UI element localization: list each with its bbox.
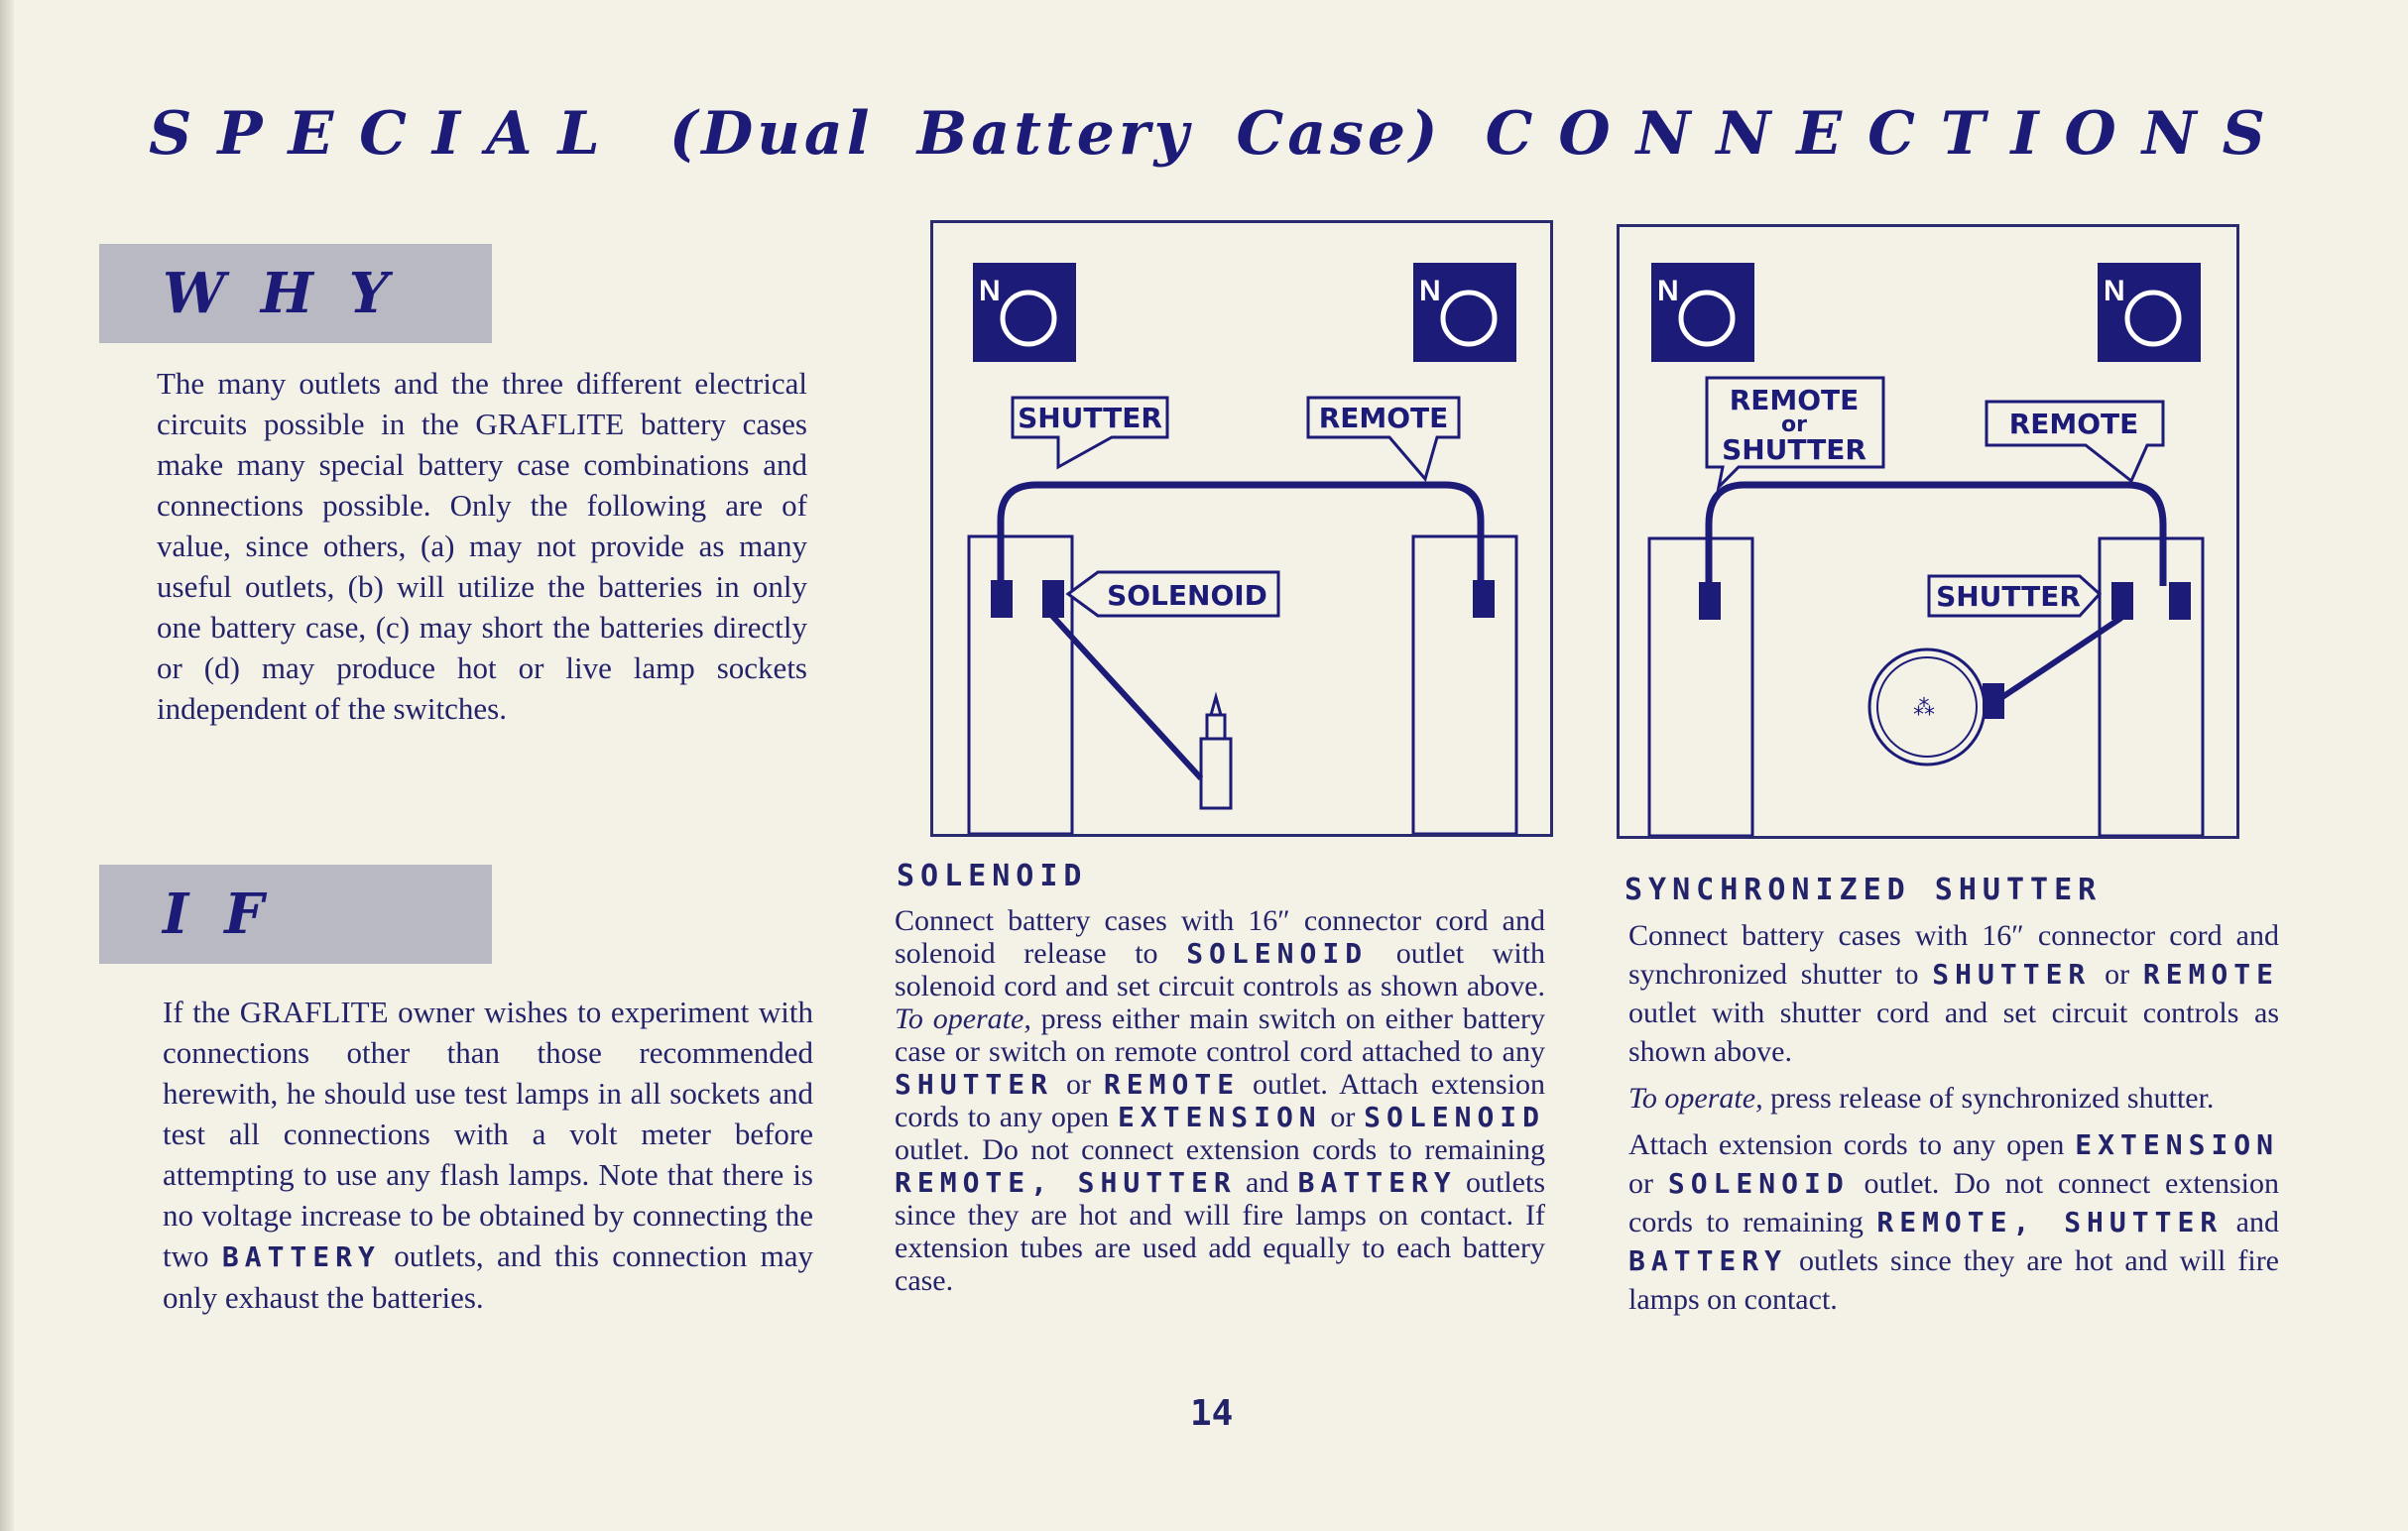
switch-letter-left-2: N <box>1657 275 1679 307</box>
outlet-left-b <box>1042 580 1064 618</box>
if-banner: IF <box>99 865 492 964</box>
solenoid-diagram: N N SHUTTER REMOTE SOLENOID <box>930 220 1553 837</box>
if-text-part2: outlets, and this connection may only ex… <box>163 1238 813 1315</box>
why-banner: WHY <box>99 244 492 343</box>
page-number: 14 <box>1190 1393 1234 1434</box>
solenoid-plunger <box>1205 691 1227 739</box>
why-paragraph: The many outlets and the three different… <box>157 363 807 737</box>
title-word-connections: CONNECTIONS <box>1485 99 2291 169</box>
label-shutter-right: SHUTTER <box>1927 574 2103 618</box>
shutter-mark: ⁂ <box>1913 696 1935 721</box>
outlet-left-a <box>991 580 1013 618</box>
outlet-right-2b <box>2169 582 2191 620</box>
solenoid-diagram-svg: N N SHUTTER REMOTE SOLENOID <box>967 263 1518 836</box>
sync-heading: SYNCHRONIZED SHUTTER <box>1625 873 2103 907</box>
if-paragraph: If the GRAFLITE owner wishes to experime… <box>163 992 813 1326</box>
shutter-plug <box>1983 683 2004 719</box>
kw-solenoid-1: SOLENOID <box>1186 937 1369 970</box>
kw-shutter-1: SHUTTER <box>895 1068 1054 1101</box>
to-operate-1: To operate, <box>895 1002 1031 1035</box>
kw-extension-2: EXTENSION <box>2075 1128 2280 1161</box>
kw-battery-1: BATTERY <box>1297 1166 1457 1199</box>
kw-remote-1: REMOTE <box>1103 1068 1241 1101</box>
to-operate-2: To operate, <box>1628 1082 1763 1115</box>
switch-dial-right <box>1440 290 1498 347</box>
label-solenoid-text: SOLENOID <box>1107 579 1267 612</box>
if-text: If the GRAFLITE owner wishes to experime… <box>163 992 813 1318</box>
label-remote: REMOTE <box>1306 396 1461 483</box>
title-word-battery: Battery <box>916 99 1193 169</box>
kw-solenoid-2: SOLENOID <box>1364 1101 1546 1133</box>
kw-shutter-2: SHUTTER <box>1932 958 2092 991</box>
switch-letter-right: N <box>1419 275 1441 307</box>
kw-solenoid-3: SOLENOID <box>1667 1167 1850 1200</box>
outlet-right-2a <box>2111 582 2133 620</box>
battery-case-right <box>1411 534 1518 836</box>
if-text-part1: If the GRAFLITE owner wishes to experime… <box>163 995 813 1273</box>
page-title: SPECIAL (Dual Battery Case) CONNECTIONS <box>149 99 2291 169</box>
label-shutter-3-text: SHUTTER <box>1936 580 2081 613</box>
outlet-right <box>1473 580 1495 618</box>
shutter-inner-ring <box>1876 656 1978 758</box>
label-solenoid: SOLENOID <box>1065 570 1280 618</box>
kw-extension-1: EXTENSION <box>1117 1101 1322 1133</box>
solenoid-heading: SOLENOID <box>897 859 1088 893</box>
label-shutter-text: SHUTTER <box>1018 402 1162 434</box>
title-word-case: Case) <box>1236 99 1442 169</box>
sync-paragraph: Connect battery cases with 16″ connector… <box>1628 916 2279 1327</box>
sync-text-3: Attach extension cords to any open EXTEN… <box>1628 1128 2280 1316</box>
switch-dial-left-2 <box>1678 290 1736 347</box>
title-word-dual: (Dual <box>668 99 874 169</box>
sync-text-1: Connect battery cases with 16″ connector… <box>1628 919 2280 1068</box>
solenoid-paragraph: Connect battery cases with 16″ connector… <box>895 904 1545 1305</box>
sync-shutter-diagram: N N ⁂ REMOTE or SHUTTER REMOTE SHUTTER <box>1617 224 2239 839</box>
switch-dial-right-2 <box>2124 290 2182 347</box>
solenoid-cord <box>1049 613 1204 781</box>
switch-letter-left: N <box>979 275 1001 307</box>
label-remote-text: REMOTE <box>1319 402 1449 434</box>
outlet-left-2 <box>1699 582 1721 620</box>
if-heading: IF <box>163 882 300 947</box>
shutter-outer-ring <box>1867 648 1987 766</box>
label-remote-right: REMOTE <box>1985 400 2165 484</box>
connector-cord <box>997 481 1485 584</box>
label-shutter: SHUTTER <box>1011 396 1169 470</box>
kw-remote-2: REMOTE <box>2142 958 2280 991</box>
solenoid-text: Connect battery cases with 16″ connector… <box>895 904 1546 1297</box>
label-remote-2-text: REMOTE <box>1730 384 1860 416</box>
sync-text-2: To operate, press release of synchronize… <box>1628 1082 2215 1115</box>
kw-battery-2: BATTERY <box>1628 1244 1788 1277</box>
title-word-special: SPECIAL <box>149 99 626 169</box>
if-keyword-battery: BATTERY <box>221 1240 381 1273</box>
why-text: The many outlets and the three different… <box>157 366 807 726</box>
label-remote-or-shutter: REMOTE or SHUTTER <box>1705 376 1885 492</box>
why-heading: WHY <box>163 261 424 326</box>
label-remote-3-text: REMOTE <box>2009 408 2139 440</box>
label-shutter-2-text: SHUTTER <box>1722 433 1866 466</box>
kw-remote-shutter-1: REMOTE, SHUTTER <box>895 1166 1237 1199</box>
switch-letter-right-2: N <box>2104 275 2125 307</box>
switch-dial-left <box>1000 290 1057 347</box>
shutter-cord <box>1994 615 2123 704</box>
label-or-text: or <box>1781 412 1807 437</box>
kw-remote-shutter-2: REMOTE, SHUTTER <box>1876 1206 2224 1238</box>
page-binding-edge <box>0 0 14 1531</box>
solenoid-release <box>1199 737 1233 810</box>
sync-shutter-diagram-svg: N N ⁂ REMOTE or SHUTTER REMOTE SHUTTER <box>1647 263 2205 838</box>
connector-cord-2 <box>1705 481 2167 586</box>
